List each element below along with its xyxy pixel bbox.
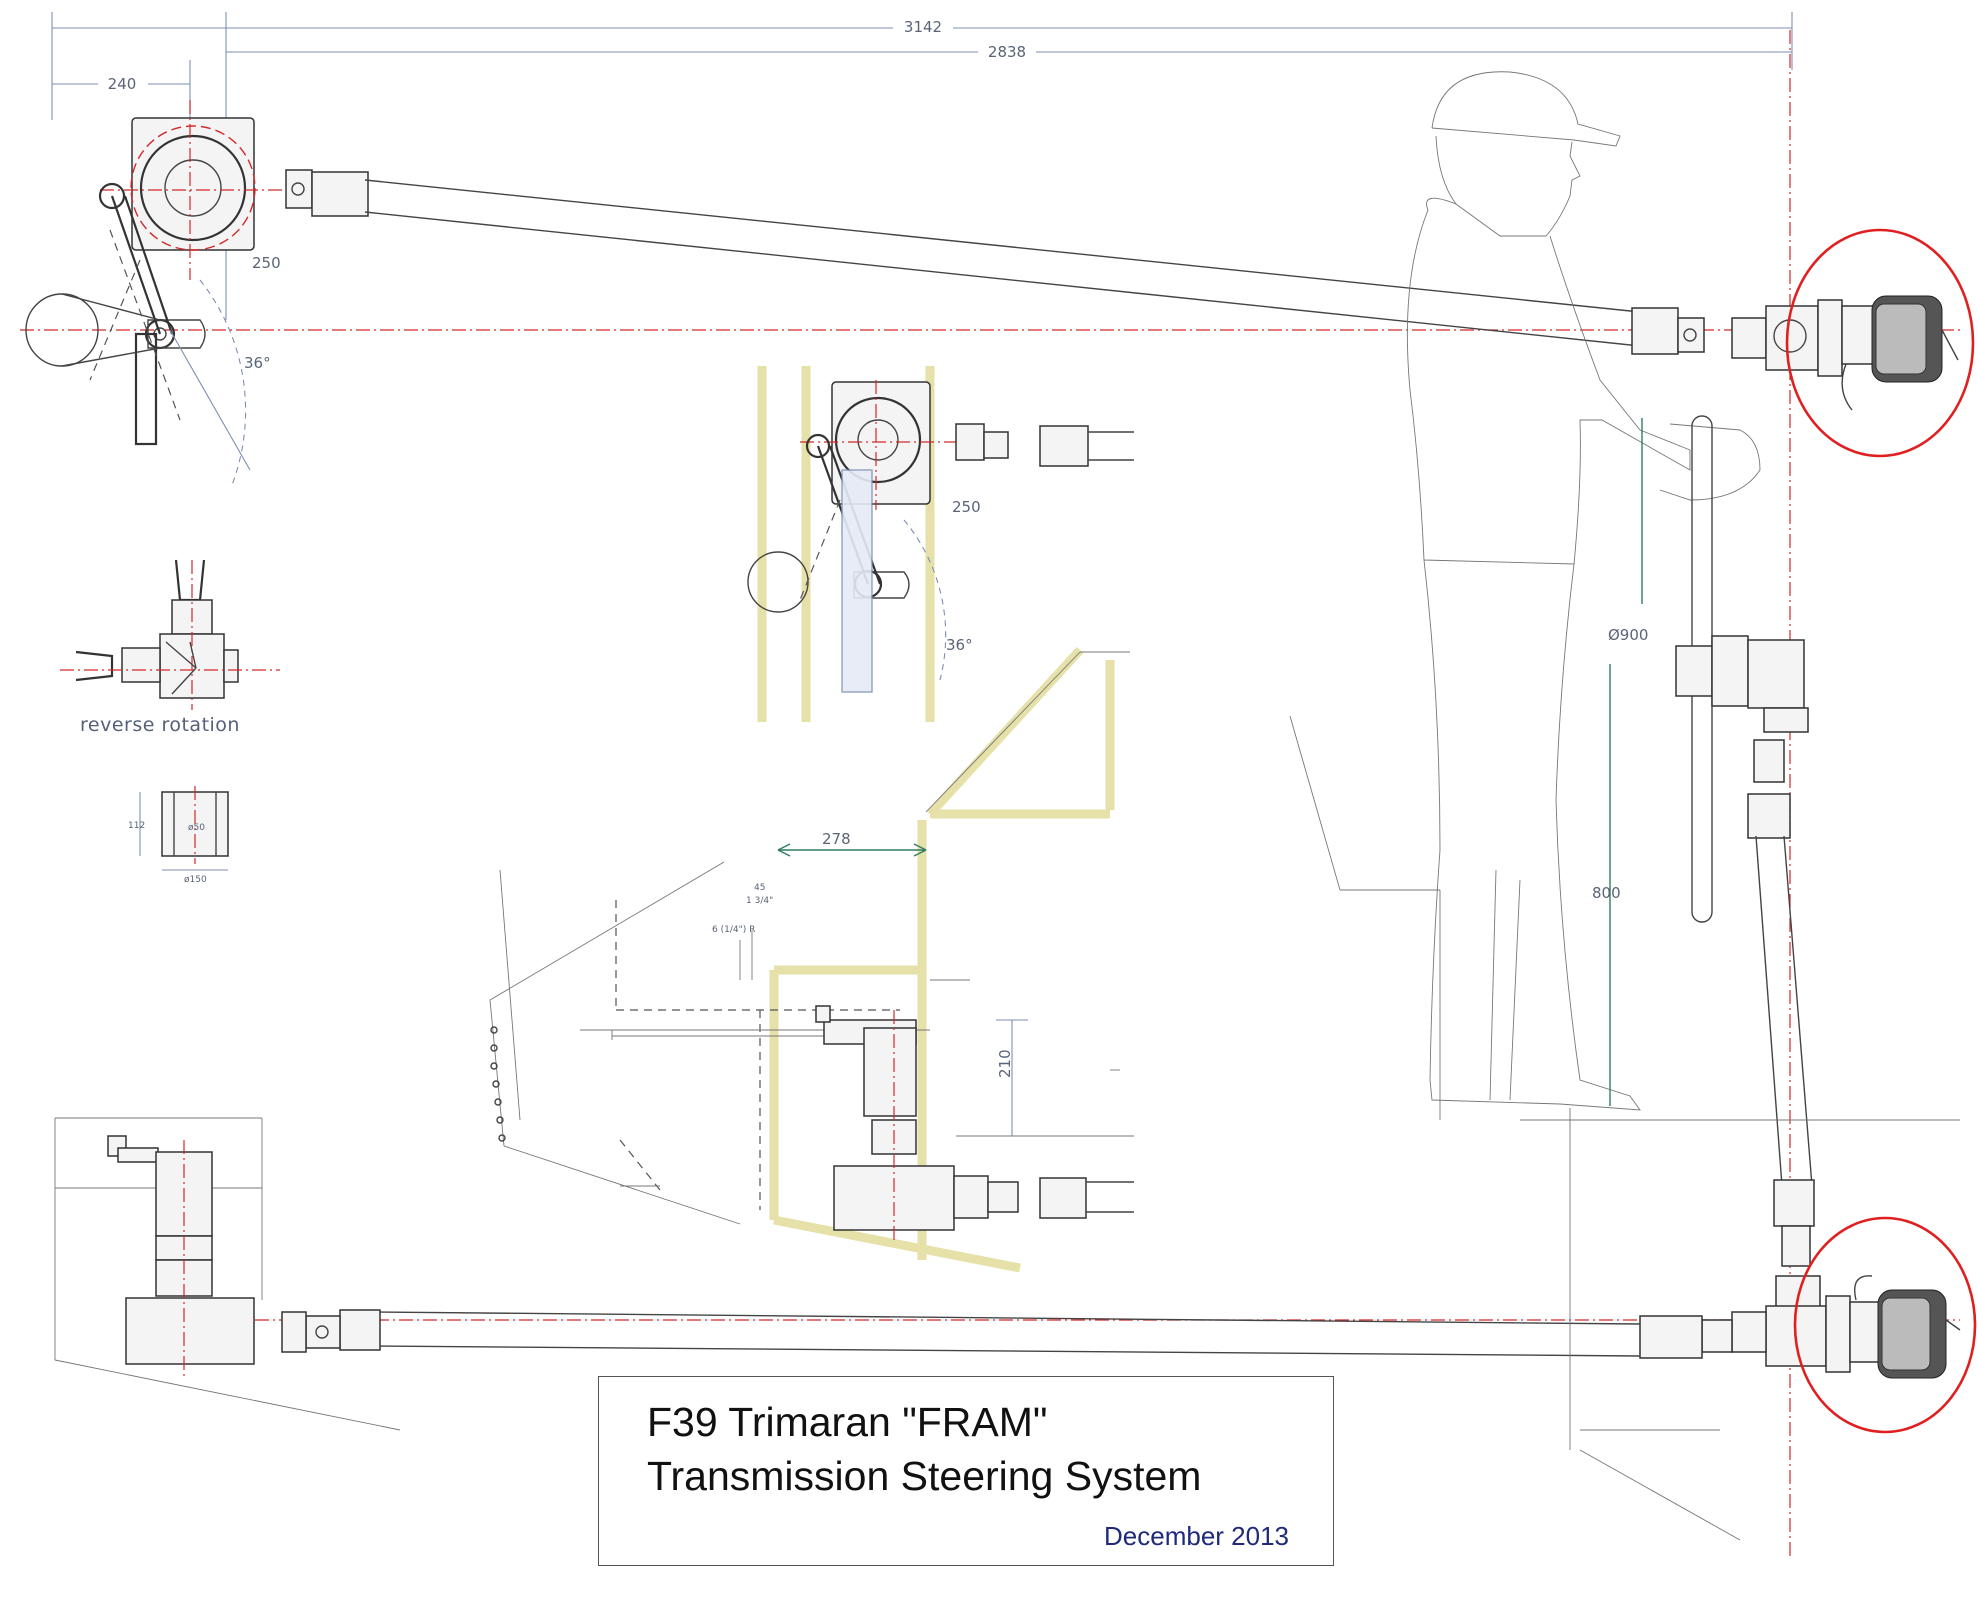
dim-step-width: 278 [822,830,851,848]
bottom-shaft [281,1309,1767,1359]
title-system-name: Transmission Steering System [647,1453,1202,1499]
dim-small-3: 6 (1/4") R [712,925,755,935]
dim-bearing-height: 112 [128,821,145,831]
dim-arm-length: 250 [252,254,281,272]
title-vessel-name: F39 Trimaran "FRAM" [647,1399,1048,1445]
top-right-actuator [1731,228,1975,458]
dim-small-1: 45 [754,883,765,893]
top-left-gearbox: 250 36° [25,100,290,486]
dim-bearing-width: ø150 [184,875,207,885]
bottom-right-actuator [1765,1216,1977,1434]
top-dimensions: 3142 2838 240 [51,12,1793,320]
reverse-rotation-detail: reverse rotation [60,559,280,736]
center-detail-hull: 45 1 3/4" 6 (1/4") R 278 210 [489,366,1134,1273]
reverse-rotation-note: reverse rotation [80,714,240,736]
background-outlines [1289,715,1960,1541]
dim-inner-length: 2838 [988,43,1026,61]
dim-small-2: 1 3/4" [746,896,773,906]
dim-overall-length: 3142 [904,18,942,36]
top-shaft [285,169,1705,355]
person-figure [1406,71,1761,1111]
dim-wheel-diameter: Ø900 [1608,626,1648,644]
title-date: December 2013 [1104,1521,1289,1551]
dim-bracket-height: 210 [996,1049,1014,1078]
bottom-left-gearbox [54,1117,401,1431]
dim-bearing-inner: ø50 [188,823,205,833]
dim-detail-arm-length: 250 [952,498,981,516]
highlight-circle-bottom [1793,1216,1977,1434]
center-detail-gearbox: 250 36° [747,380,1134,1240]
bearing-detail: 112 ø150 ø50 [128,786,229,885]
steering-wheel-column: Ø900 800 [1592,415,1815,1267]
dim-wheel-height: 800 [1592,884,1621,902]
dim-left-offset: 240 [108,75,137,93]
dim-detail-arm-angle: 36° [946,636,973,654]
title-block: F39 Trimaran "FRAM" Transmission Steerin… [598,1376,1334,1566]
dim-arm-angle: 36° [244,354,271,372]
highlight-circle-top [1785,228,1975,458]
